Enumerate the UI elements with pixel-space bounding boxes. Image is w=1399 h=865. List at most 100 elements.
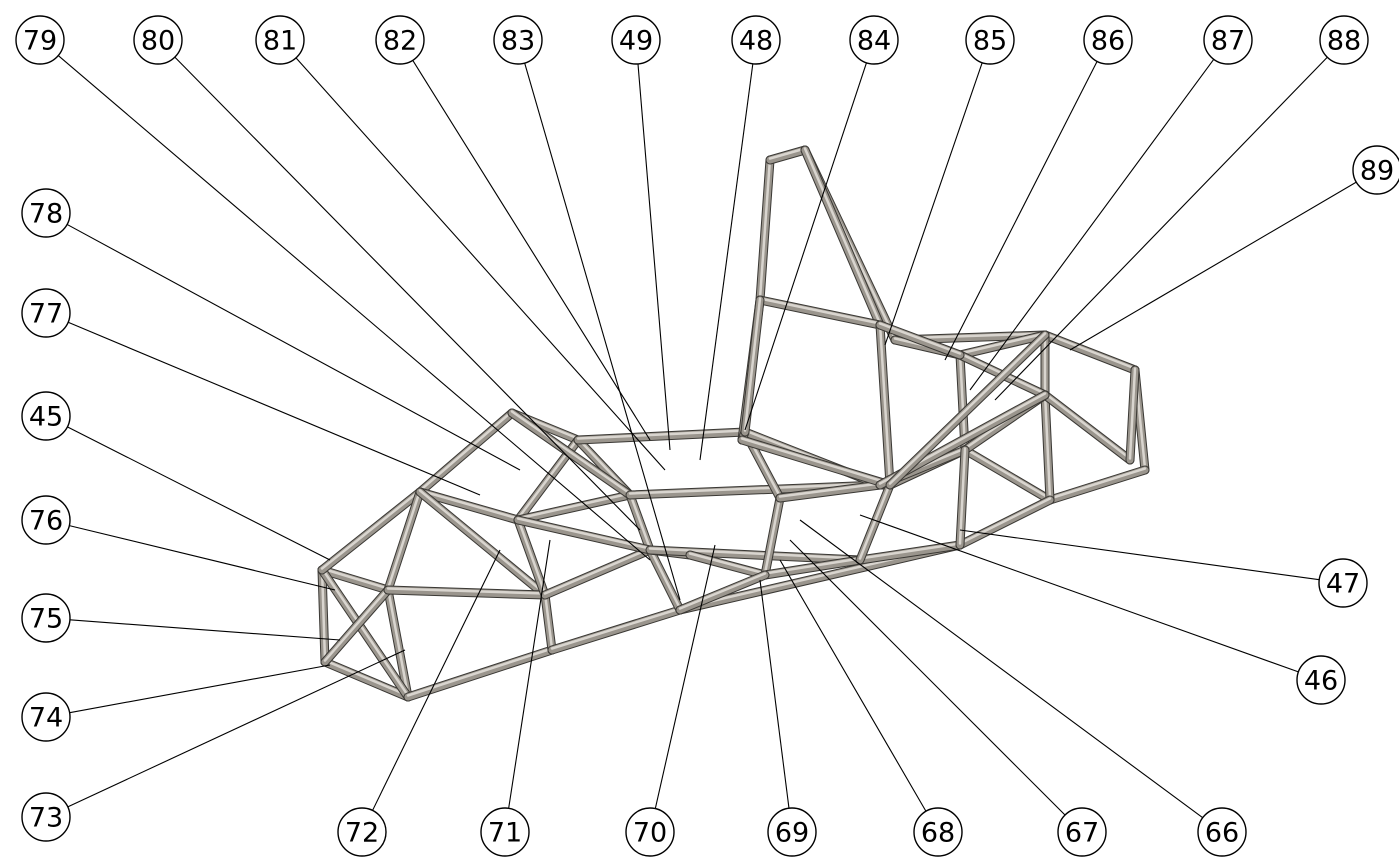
- balloon-circle: [1296, 655, 1346, 705]
- leader-line: [372, 549, 501, 811]
- callout-balloon: 88: [1319, 15, 1369, 65]
- callout-balloon: 66: [1197, 807, 1247, 857]
- leader-line: [744, 62, 867, 431]
- leader-line: [994, 56, 1328, 401]
- callout-balloon: 48: [731, 15, 781, 65]
- frame-tube: [383, 487, 425, 595]
- balloon-label: 72: [345, 818, 379, 849]
- balloon-circle: [1203, 15, 1253, 65]
- leader-lines: [57, 55, 1357, 819]
- frame-tube: [317, 487, 425, 575]
- frame-tube: [645, 545, 865, 565]
- leader-line: [67, 321, 481, 496]
- callout-balloon: 78: [21, 188, 71, 238]
- frame-tube: [645, 545, 685, 615]
- leader-line: [67, 426, 331, 561]
- balloon-circle: [913, 807, 963, 857]
- leader-line: [1069, 181, 1357, 351]
- balloon-circle: [21, 692, 71, 742]
- balloon-label: 49: [619, 26, 653, 57]
- frame-tube: [955, 495, 1055, 550]
- balloon-circle: [493, 15, 543, 65]
- leader-line: [779, 559, 927, 812]
- frame-tube: [317, 565, 413, 702]
- frame-tube: [760, 493, 785, 580]
- balloon-circle: [21, 288, 71, 338]
- leader-line: [944, 61, 1098, 361]
- balloon-circle: [611, 15, 661, 65]
- frame-tube: [317, 565, 330, 667]
- balloon-label: 88: [1327, 26, 1361, 57]
- frame-tube: [513, 490, 635, 525]
- balloon-circle: [375, 15, 425, 65]
- callout-balloon: 75: [21, 593, 71, 643]
- frame-tube: [740, 295, 765, 437]
- balloon-label: 85: [973, 26, 1007, 57]
- balloon-circle: [1318, 558, 1368, 608]
- balloon-circle: [731, 15, 781, 65]
- frame-tube: [675, 570, 770, 615]
- balloon-circle: [1319, 15, 1369, 65]
- frame-tube: [685, 550, 770, 580]
- frame-tube: [1040, 390, 1055, 505]
- frame-tube: [415, 487, 550, 600]
- frame-tube: [1040, 330, 1140, 375]
- frame-tube: [320, 585, 393, 667]
- frame-tube: [875, 320, 895, 490]
- frame-tube: [755, 295, 885, 330]
- leader-line: [699, 63, 754, 461]
- callout-balloon: 81: [255, 15, 305, 65]
- balloon-circle: [480, 807, 530, 857]
- balloon-circle: [625, 807, 675, 857]
- balloon-label: 70: [633, 818, 667, 849]
- leader-line: [174, 56, 641, 531]
- balloon-label: 89: [1360, 156, 1394, 187]
- leader-line: [69, 664, 331, 714]
- callout-balloon: 71: [480, 807, 530, 857]
- frame-tube: [415, 487, 523, 525]
- balloon-label: 78: [29, 199, 63, 230]
- balloon-label: 73: [29, 803, 63, 834]
- balloon-circle: [767, 807, 817, 857]
- callout-balloon: 46: [1296, 655, 1346, 705]
- balloon-label: 68: [921, 818, 955, 849]
- balloon-circle: [965, 15, 1015, 65]
- leader-line: [799, 519, 1204, 819]
- balloon-label: 45: [29, 402, 63, 433]
- frame-tube: [513, 515, 655, 555]
- callout-balloon: 45: [21, 391, 71, 441]
- balloon-circle: [133, 15, 183, 65]
- leader-line: [57, 55, 651, 561]
- frame-tube: [800, 145, 885, 330]
- leader-line: [789, 539, 1066, 816]
- frame-tube: [317, 565, 393, 595]
- frame-tube: [573, 427, 750, 445]
- balloon-label: 76: [29, 506, 63, 537]
- callout-balloon: 89: [1352, 145, 1399, 195]
- frame-tube: [955, 445, 970, 550]
- callout-balloon: 87: [1203, 15, 1253, 65]
- leader-line: [959, 529, 1320, 581]
- balloon-circle: [255, 15, 305, 65]
- callout-balloon: 76: [21, 495, 71, 545]
- balloon-circle: [1057, 807, 1107, 857]
- balloon-circle: [1197, 807, 1247, 857]
- leader-line: [524, 62, 681, 601]
- frame-tube: [885, 330, 1050, 490]
- frame-tube: [737, 435, 895, 490]
- balloon-label: 80: [141, 26, 175, 57]
- balloon-label: 79: [23, 26, 57, 57]
- leader-line: [654, 544, 716, 809]
- frame-tube: [540, 545, 655, 600]
- leader-line: [67, 649, 406, 808]
- balloon-circle: [21, 391, 71, 441]
- leader-line: [969, 58, 1215, 391]
- callout-balloon: 80: [133, 15, 183, 65]
- frame-tube: [1125, 365, 1140, 465]
- frame-tube: [760, 555, 865, 580]
- frame-tube: [1040, 390, 1135, 465]
- callout-balloon: 49: [611, 15, 661, 65]
- callout-balloon: 79: [15, 15, 65, 65]
